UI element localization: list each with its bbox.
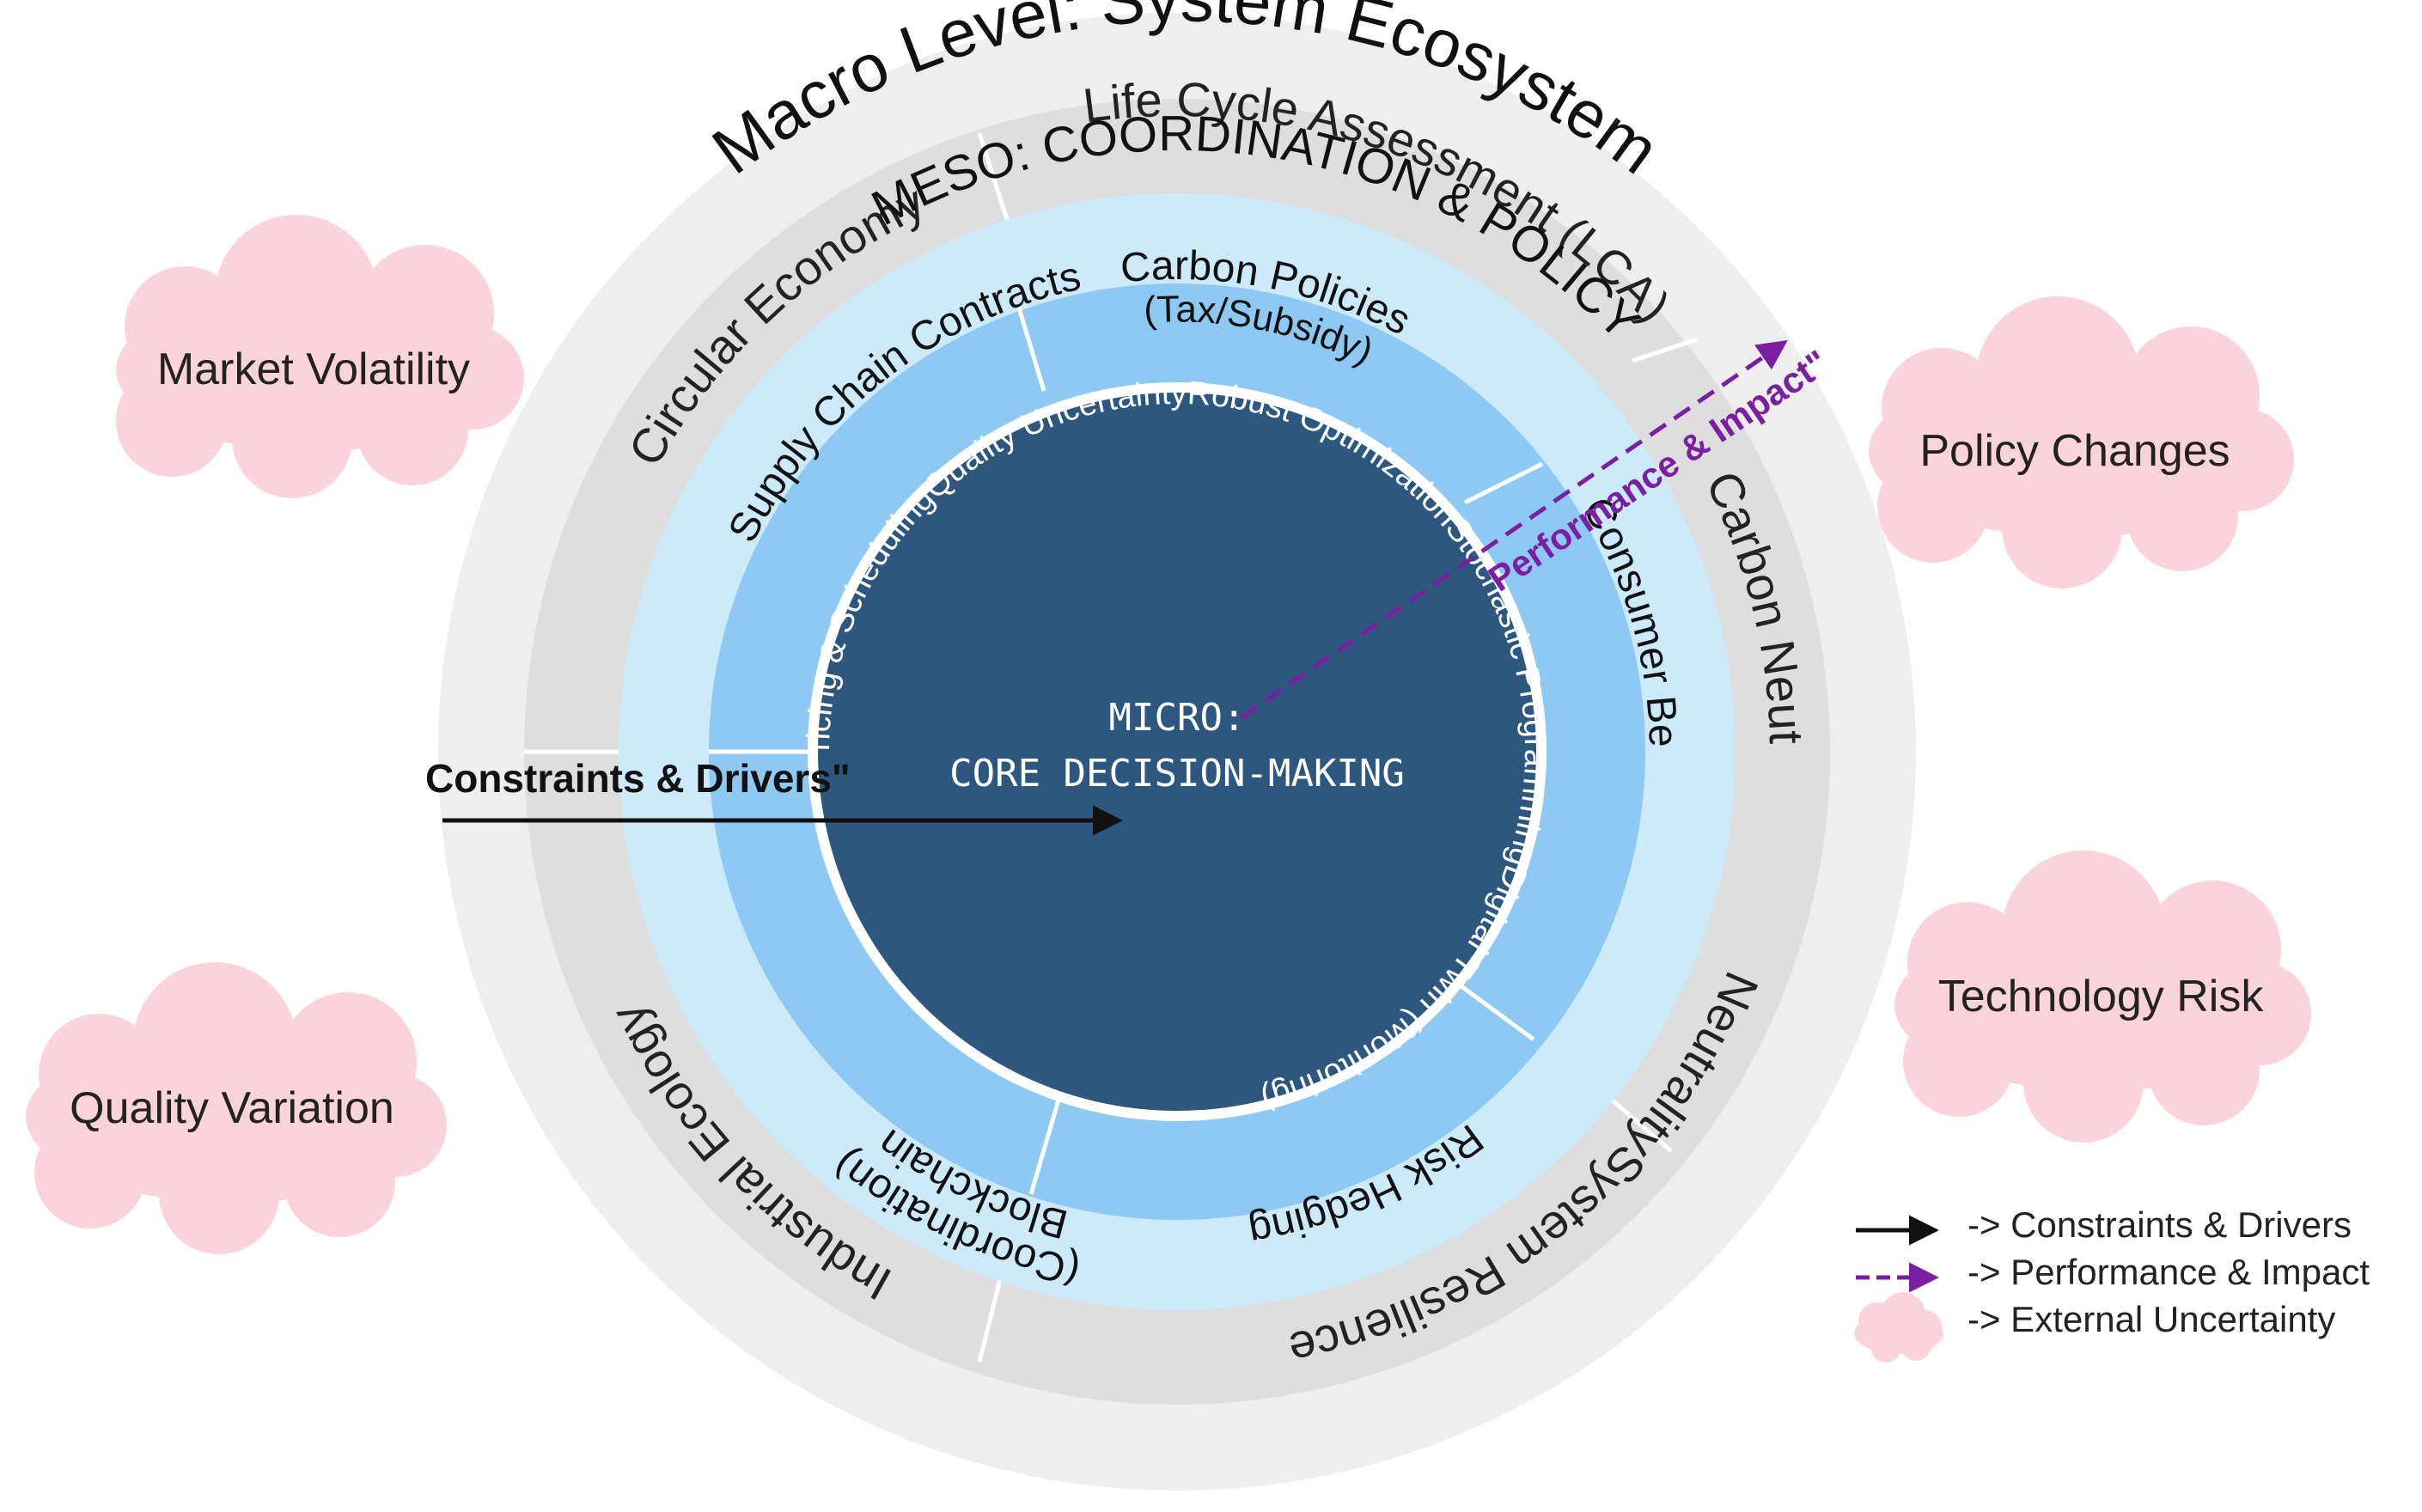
micro-title-line1: MICRO: [1109, 696, 1246, 740]
core-circle [818, 393, 1536, 1111]
cloud-policy-changes-label: Policy Changes [1919, 426, 2230, 476]
cloud-market-volatility [116, 215, 524, 498]
constraints-label: Constraints & Drivers" [425, 756, 851, 801]
cloud-quality-variation [26, 962, 447, 1254]
cloud-technology-risk [1894, 850, 2311, 1143]
performance-arrow [1240, 340, 1788, 720]
legend: -> Constraints & Drivers -> Performance … [1854, 1204, 2370, 1363]
cloud-market-volatility-label: Market Volatility [157, 344, 470, 394]
cloud-policy-changes [1869, 296, 2294, 588]
legend-uncertainty-label: -> External Uncertainty [1967, 1299, 2335, 1339]
macro-dividers [524, 132, 1698, 1363]
meso-dividers [709, 304, 1544, 1195]
cloud-technology-risk-label: Technology Risk [1938, 972, 2265, 1021]
cloud-quality-variation-label: Quality Variation [70, 1083, 394, 1133]
legend-performance-label: -> Performance & Impact [1967, 1252, 2370, 1292]
legend-cloud-icon [1854, 1292, 1943, 1363]
micro-title-line2: CORE DECISION-MAKING [949, 752, 1405, 796]
legend-constraints-label: -> Constraints & Drivers [1967, 1204, 2352, 1245]
